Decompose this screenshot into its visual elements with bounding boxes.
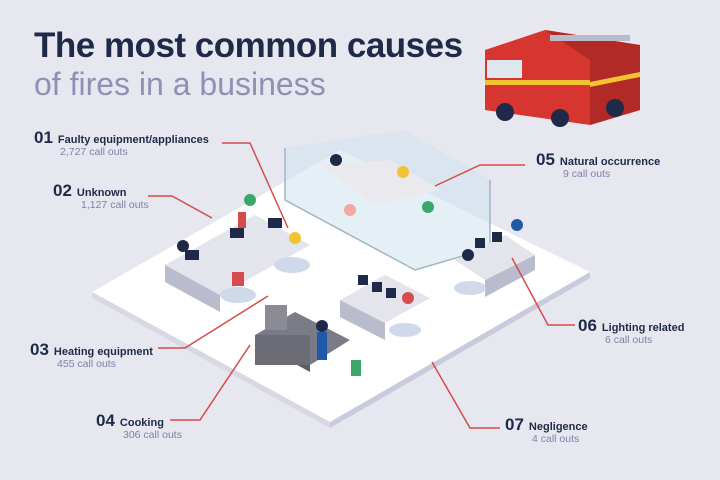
desk-cluster-right bbox=[454, 219, 535, 297]
truck-wheel bbox=[496, 103, 514, 121]
chair bbox=[232, 272, 244, 286]
cause-04: 04 Cooking 306 call outs bbox=[96, 411, 182, 441]
truck-stripe bbox=[590, 72, 640, 87]
person bbox=[177, 240, 189, 252]
chair bbox=[238, 212, 246, 228]
monitor bbox=[230, 228, 244, 238]
desk-cluster-left bbox=[165, 194, 310, 312]
person-head bbox=[316, 320, 328, 332]
kitchen-counter-front bbox=[255, 335, 310, 365]
glass-wall-frame bbox=[284, 148, 491, 271]
cause-06: 06 Lighting related 6 call outs bbox=[578, 316, 684, 346]
cause-label: Lighting related bbox=[601, 322, 685, 334]
person bbox=[511, 219, 523, 231]
desk-top bbox=[455, 235, 535, 280]
monitor bbox=[185, 250, 199, 260]
cause-label: Natural occurrence bbox=[559, 156, 661, 168]
person bbox=[244, 194, 256, 206]
cause-07: 07 Negligence 4 call outs bbox=[505, 415, 588, 445]
person bbox=[402, 292, 414, 304]
callout-line-06 bbox=[511, 257, 575, 326]
cause-count: 4 call outs bbox=[532, 433, 580, 445]
cause-03: 03 Heating equipment 455 call outs bbox=[30, 340, 153, 370]
chair bbox=[344, 204, 356, 216]
desk-side bbox=[340, 300, 385, 340]
truck-windshield bbox=[487, 60, 522, 78]
office-floor-edge-left bbox=[92, 292, 330, 428]
cause-01: 01 Faulty equipment/appliances 2,727 call… bbox=[34, 128, 209, 158]
cause-count: 1,127 call outs bbox=[81, 199, 149, 211]
desk-side bbox=[165, 265, 220, 312]
desk-side bbox=[485, 255, 535, 297]
rug bbox=[220, 287, 256, 303]
rug bbox=[274, 257, 310, 273]
monitor bbox=[475, 238, 485, 248]
cause-number: 04 bbox=[96, 411, 115, 430]
monitor bbox=[492, 232, 502, 242]
monitor bbox=[268, 218, 282, 228]
desk-cluster-center bbox=[340, 275, 430, 340]
cause-count: 306 call outs bbox=[123, 429, 182, 441]
kitchen-cabinet bbox=[265, 305, 287, 330]
kitchen bbox=[255, 305, 361, 376]
truck-wheel bbox=[606, 99, 624, 117]
callout-line-04 bbox=[170, 344, 251, 421]
cause-number: 06 bbox=[578, 316, 597, 335]
callout-line-02 bbox=[148, 195, 213, 219]
callout-line-05 bbox=[434, 164, 525, 187]
callout-line-07 bbox=[431, 361, 500, 429]
fire-truck-illustration bbox=[485, 30, 640, 127]
page-title: The most common causes bbox=[34, 26, 463, 65]
office-floor-edge-right bbox=[330, 272, 590, 428]
callout-line-03 bbox=[158, 295, 269, 349]
desk-top bbox=[165, 215, 310, 295]
cause-count: 9 call outs bbox=[563, 168, 611, 180]
plant bbox=[351, 360, 361, 376]
callout-lines bbox=[148, 142, 575, 429]
cause-label: Faulty equipment/appliances bbox=[57, 134, 209, 146]
person bbox=[330, 154, 342, 166]
person bbox=[462, 249, 474, 261]
meeting-table bbox=[320, 160, 440, 205]
cause-number: 03 bbox=[30, 340, 49, 359]
cause-count: 455 call outs bbox=[57, 358, 116, 370]
person bbox=[289, 232, 301, 244]
cause-label: Cooking bbox=[119, 417, 164, 429]
person bbox=[422, 201, 434, 213]
cause-label: Negligence bbox=[528, 421, 588, 433]
truck-ladder bbox=[550, 35, 630, 41]
cause-label: Heating equipment bbox=[53, 346, 153, 358]
rug bbox=[389, 323, 421, 337]
cause-number: 01 bbox=[34, 128, 53, 147]
cause-number: 07 bbox=[505, 415, 524, 434]
desk-top bbox=[340, 275, 430, 323]
monitor bbox=[372, 282, 382, 292]
cause-05: 05 Natural occurrence 9 call outs bbox=[536, 150, 660, 180]
rug bbox=[454, 281, 486, 295]
monitor bbox=[358, 275, 368, 285]
glass-meeting-room bbox=[284, 130, 491, 271]
person bbox=[397, 166, 409, 178]
cause-label: Unknown bbox=[76, 187, 127, 199]
page-subtitle: of fires in a business bbox=[34, 66, 326, 102]
cause-count: 6 call outs bbox=[605, 334, 653, 346]
cause-02: 02 Unknown 1,127 call outs bbox=[53, 181, 149, 211]
callout-line-01 bbox=[222, 142, 289, 229]
monitor bbox=[386, 288, 396, 298]
truck-wheel bbox=[551, 109, 569, 127]
cause-number: 05 bbox=[536, 150, 555, 169]
cause-count: 2,727 call outs bbox=[60, 146, 128, 158]
truck-stripe bbox=[485, 80, 590, 85]
cause-number: 02 bbox=[53, 181, 72, 200]
person-body bbox=[317, 332, 327, 360]
